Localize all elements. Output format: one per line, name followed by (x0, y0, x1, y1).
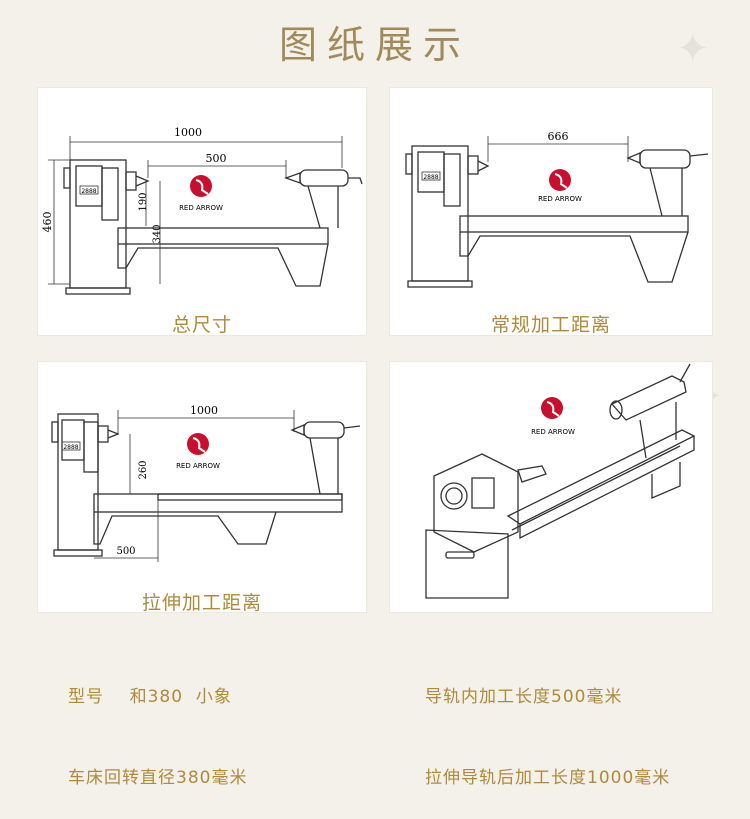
dim-distance: 666 (548, 130, 569, 143)
drawing-panel-perspective: RED ARROW (390, 362, 712, 612)
logo-text: RED ARROW (176, 462, 220, 470)
dim-bed-offset: 500 (116, 546, 135, 557)
dim-height-center: 190 (138, 192, 149, 211)
lathe-drawing-overall: 2888 1000 500 460 340 190 RED ARROW (41, 126, 363, 295)
logo-text: RED ARROW (531, 428, 575, 436)
dim-height-mid: 340 (152, 224, 163, 243)
dim-distance: 500 (206, 152, 227, 165)
lathe-drawing-perspective: RED ARROW (425, 363, 696, 599)
lathe-drawing-extended: 2888 1000 260 500 RED ARROW (51, 404, 361, 562)
bed-shape (117, 227, 329, 245)
dim-distance: 1000 (190, 404, 218, 417)
red-arrow-logo-icon (549, 169, 571, 191)
bed-shape (93, 493, 343, 513)
spec-rail-length: 导轨内加工长度500毫米 (425, 687, 623, 707)
panel-caption: 总尺寸 (171, 314, 232, 336)
lathe-drawing-regular: 2888 666 RED ARROW (405, 130, 709, 288)
panel-caption: 拉伸加工距离 (141, 592, 262, 614)
drawing-panel-overall: 2888 1000 500 460 340 190 RED ARROW 总尺寸 (38, 88, 366, 336)
drawing-panel-extended: 2888 1000 260 500 RED ARROW 拉伸加工距离 (38, 362, 366, 614)
headstock-shape (57, 413, 99, 551)
headstock-shape (433, 453, 519, 553)
dim-height: 260 (138, 460, 149, 479)
headstock-panel-label: 2888 (81, 188, 96, 195)
dim-height-total: 460 (41, 212, 54, 233)
logo-text: RED ARROW (538, 195, 582, 203)
red-arrow-logo-icon (187, 433, 209, 455)
panel-caption: 常规加工距离 (490, 314, 611, 336)
logo-text: RED ARROW (179, 204, 223, 212)
spec-swing-diameter: 车床回转直径380毫米 (68, 768, 248, 788)
base-cabinet-shape (425, 529, 509, 599)
spec-extended-length: 拉伸导轨后加工长度1000毫米 (425, 768, 671, 788)
tailstock-shape (299, 169, 349, 187)
tailstock-shape (610, 375, 687, 421)
drawing-panel-regular: 2888 666 RED ARROW 常规加工距离 (390, 88, 712, 336)
tailstock-shape (639, 149, 691, 169)
red-arrow-logo-icon (541, 397, 563, 419)
spec-model: 型号 和380 小象 (68, 687, 232, 707)
red-arrow-logo-icon (190, 175, 212, 197)
tailstock-shape (303, 421, 345, 439)
bed-shape (459, 215, 689, 233)
spec-left: 型号 和380 小象 车床回转直径380毫米 (68, 630, 247, 819)
decorative-star-icon: ✦ (676, 26, 710, 72)
headstock-panel-label: 2888 (423, 174, 438, 181)
page-title: 图纸展示 (278, 23, 471, 67)
spec-right: 导轨内加工长度500毫米 拉伸导轨后加工长度1000毫米 (425, 630, 670, 819)
headstock-panel-label: 2888 (63, 444, 78, 451)
dim-total-length: 1000 (174, 126, 202, 139)
